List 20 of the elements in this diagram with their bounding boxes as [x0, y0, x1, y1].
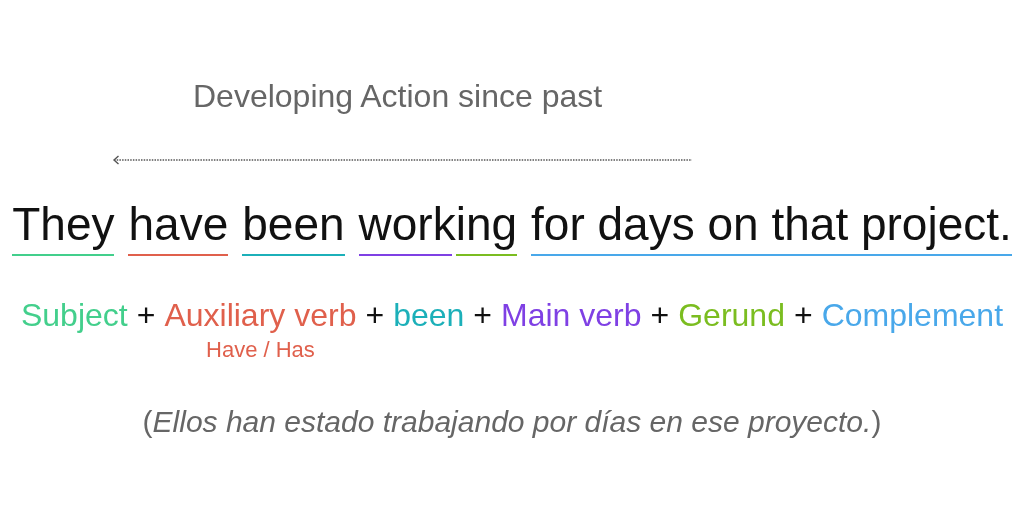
- translation-text: (Ellos han estado trabajando por días en ese proyecto.): [141, 404, 883, 440]
- formula-term: Subject: [20, 297, 128, 333]
- sentence-fragment: have: [128, 200, 229, 248]
- formula-term: Complement: [821, 297, 1004, 333]
- plus-sign: +: [473, 297, 492, 333]
- formula-term: Gerund: [678, 297, 785, 333]
- sentence-fragment: been: [242, 200, 345, 248]
- heading: Developing Action since past: [193, 78, 603, 114]
- sentence-fragment: They: [12, 200, 115, 248]
- note-text: Have / Has: [206, 337, 315, 363]
- plus-sign: +: [793, 297, 813, 333]
- plus-sign: +: [365, 297, 385, 333]
- formula-term: Main verb: [501, 297, 642, 333]
- sentence-fragment: ing: [455, 200, 518, 248]
- plus-sign: +: [136, 297, 156, 333]
- formula-term: been: [393, 297, 465, 333]
- sentence-fragment: for days on that project.: [531, 200, 1012, 248]
- formula-term: Auxiliary verb: [164, 297, 357, 333]
- sentence-fragment: work: [358, 200, 456, 248]
- plus-sign: +: [650, 297, 670, 333]
